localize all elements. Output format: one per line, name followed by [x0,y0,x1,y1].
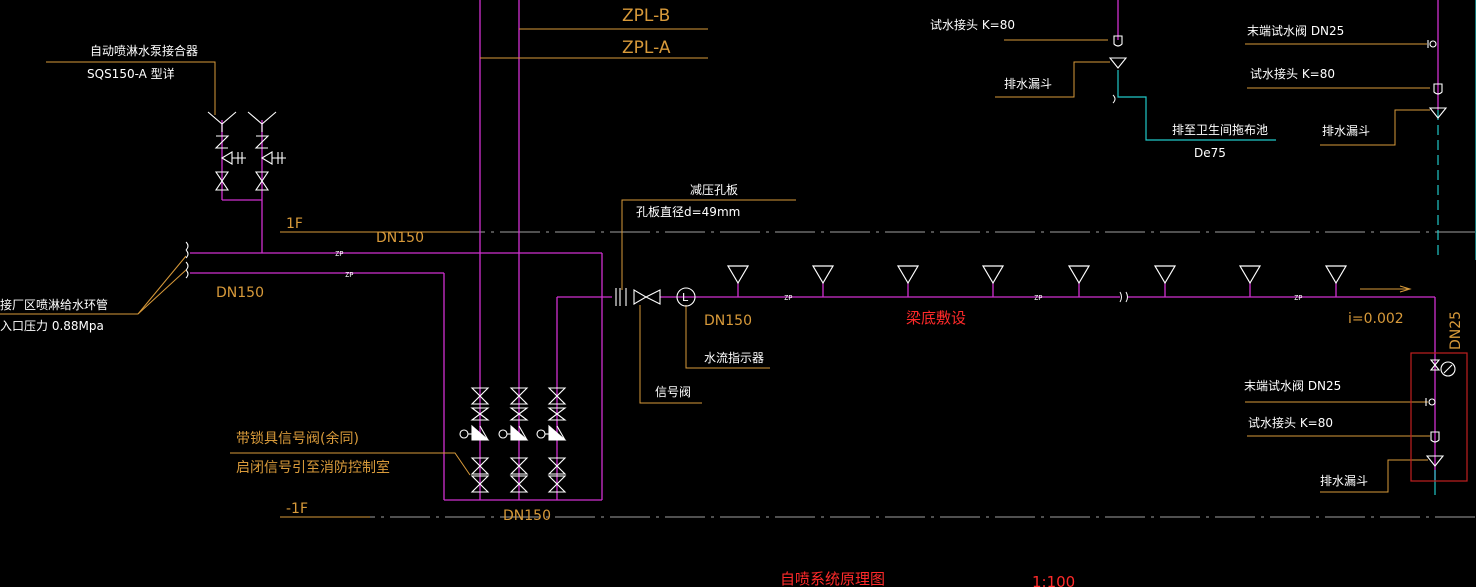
sprinkler-drops [737,283,1337,297]
diagram-scale: 1:100 [1032,573,1075,587]
zp-label: ZP [1034,294,1042,302]
drain-funnel-icon [1108,57,1128,69]
end-test-valve-bottom-label: 末端试水阀 DN25 [1244,378,1341,393]
riser-label-zpl-a: ZPL-A [622,38,671,58]
orifice-diameter-label: 孔板直径d=49mm [636,205,740,219]
pipe-size-branch: DN150 [704,313,752,329]
sprinkler-head-icon [1153,265,1177,285]
test-joint-icon [1430,431,1440,443]
sprinkler-head-icon [1067,265,1091,285]
de75-label: De75 [1194,146,1226,160]
flow-indicator-label: 水流指示器 [704,350,764,365]
pump-adapter-symbols [207,111,286,191]
gate-valve-icon [254,171,270,191]
sprinkler-head-icon [896,265,920,285]
drain-funnel-right-label: 排水漏斗 [1322,124,1370,138]
zp-label: ZP [345,271,353,279]
pressure-gauge-icon [1440,361,1456,377]
orifice-title-label: 减压孔板 [690,183,738,197]
sprinkler-head-icon [1324,265,1348,285]
to-mop-sink-label: 排至卫生间拖布池 [1172,123,1268,137]
inlet-pressure-label: 入口压力 0.88Mpa [0,319,104,333]
riser-label-zpl-b: ZPL-B [622,6,670,26]
drain-funnel-icon [1425,455,1445,467]
branch-devices: L [615,287,696,307]
top-right-devices [1108,35,1448,119]
floor-label-b1f: -1F [286,501,308,517]
pipe-size-vertical: DN25 [1448,311,1464,350]
drain-lines [1117,0,1476,495]
orifice-plate-icon [615,288,627,306]
safety-valve-icon [220,151,246,165]
zp-label: ZP [784,294,792,302]
adapter-inlet-icon [207,111,237,132]
gate-valve-icon [214,171,230,191]
valve-column-1 [459,387,490,493]
zp-markers: ZP ZP ZP ZP ZP [335,250,1302,302]
slope-label: i=0.002 [1348,311,1404,327]
gauge-valve-icon [1429,359,1441,371]
pipe-size-left: DN150 [216,285,264,301]
sprinkler-head-icon [1238,265,1262,285]
pipe-break-marks [185,94,1128,303]
test-joint-top-label: 试水接头 K=80 [930,17,1015,32]
drain-line-top [1117,70,1276,141]
flow-indicator-letter: L [682,291,689,304]
adapter-inlet-icon [247,111,277,132]
valve-column-3 [536,387,567,493]
valve-group [459,387,567,493]
floor-label-1f: 1F [286,216,303,232]
sprinkler-head-icon [726,265,750,285]
drain-funnel-bottom-label: 排水漏斗 [1320,474,1368,488]
sprinkler-heads [726,265,1348,285]
end-test-valve-top-label: 末端试水阀 DN25 [1247,23,1344,38]
signal-to-control-label: 启闭信号引至消防控制室 [236,459,390,476]
test-joint-right-label: 试水接头 K=80 [1250,66,1335,81]
valve-column-2 [498,387,529,493]
safety-valve-icon [260,151,286,165]
drain-funnel-top-label: 排水漏斗 [1004,77,1052,91]
slope-arrow-icon [1399,285,1412,293]
lock-signal-valve-label: 带锁具信号阀(余同) [236,430,359,447]
zp-label: ZP [335,250,343,258]
under-beam-label: 梁底敷设 [906,309,966,327]
sprinkler-head-icon [811,265,835,285]
end-test-valve-icon [1427,40,1437,48]
leader-lines [0,28,1430,518]
test-joint-icon [1113,35,1123,47]
bottom-right-devices [1425,359,1456,467]
drain-funnel-icon [1428,107,1448,119]
flow-indicator-icon [676,287,696,307]
end-test-box [1410,352,1468,482]
signal-valve-icon [633,289,661,305]
test-joint-bottom-label: 试水接头 K=80 [1248,415,1333,430]
zp-label: ZP [1294,294,1302,302]
end-test-valve-icon [1425,398,1436,406]
pipe-size-main: DN150 [376,230,424,246]
pump-adapter-model: SQS150-A 型详 [87,66,175,81]
check-valve-icon [214,135,230,149]
ring-main-label: 接厂区喷淋给水环管 [0,297,108,312]
test-joint-icon [1433,83,1443,95]
diagram-title: 自喷系统原理图 [780,570,885,587]
pipe-size-bottom: DN150 [503,508,551,524]
pump-adapter-title: 自动喷淋水泵接合器 [90,43,198,58]
sprinkler-head-icon [981,265,1005,285]
floor-lines [280,231,1476,518]
signal-valve-label: 信号阀 [655,385,691,399]
check-valve-icon [254,135,270,149]
